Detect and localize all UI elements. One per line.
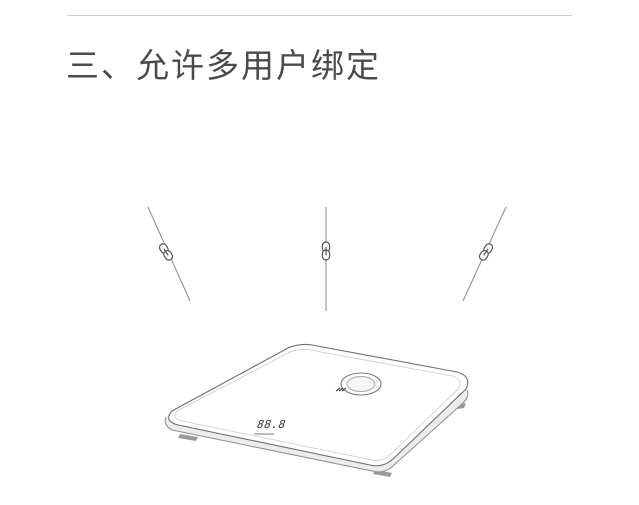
smart-scale: 88.8 [164,343,469,477]
link-center [321,207,331,311]
svg-text:88.8: 88.8 [255,418,288,431]
pairing-icon [335,387,347,392]
scale-button [340,372,382,396]
chain-link-icon [158,243,174,261]
link-right [462,206,507,302]
chain-link-icon [478,243,494,261]
scale-display: 88.8 [253,418,288,435]
chain-link-icon [321,241,331,261]
section-heading: 三、允许多用户绑定 [66,46,381,85]
top-divider [67,15,572,16]
link-left [147,206,191,302]
